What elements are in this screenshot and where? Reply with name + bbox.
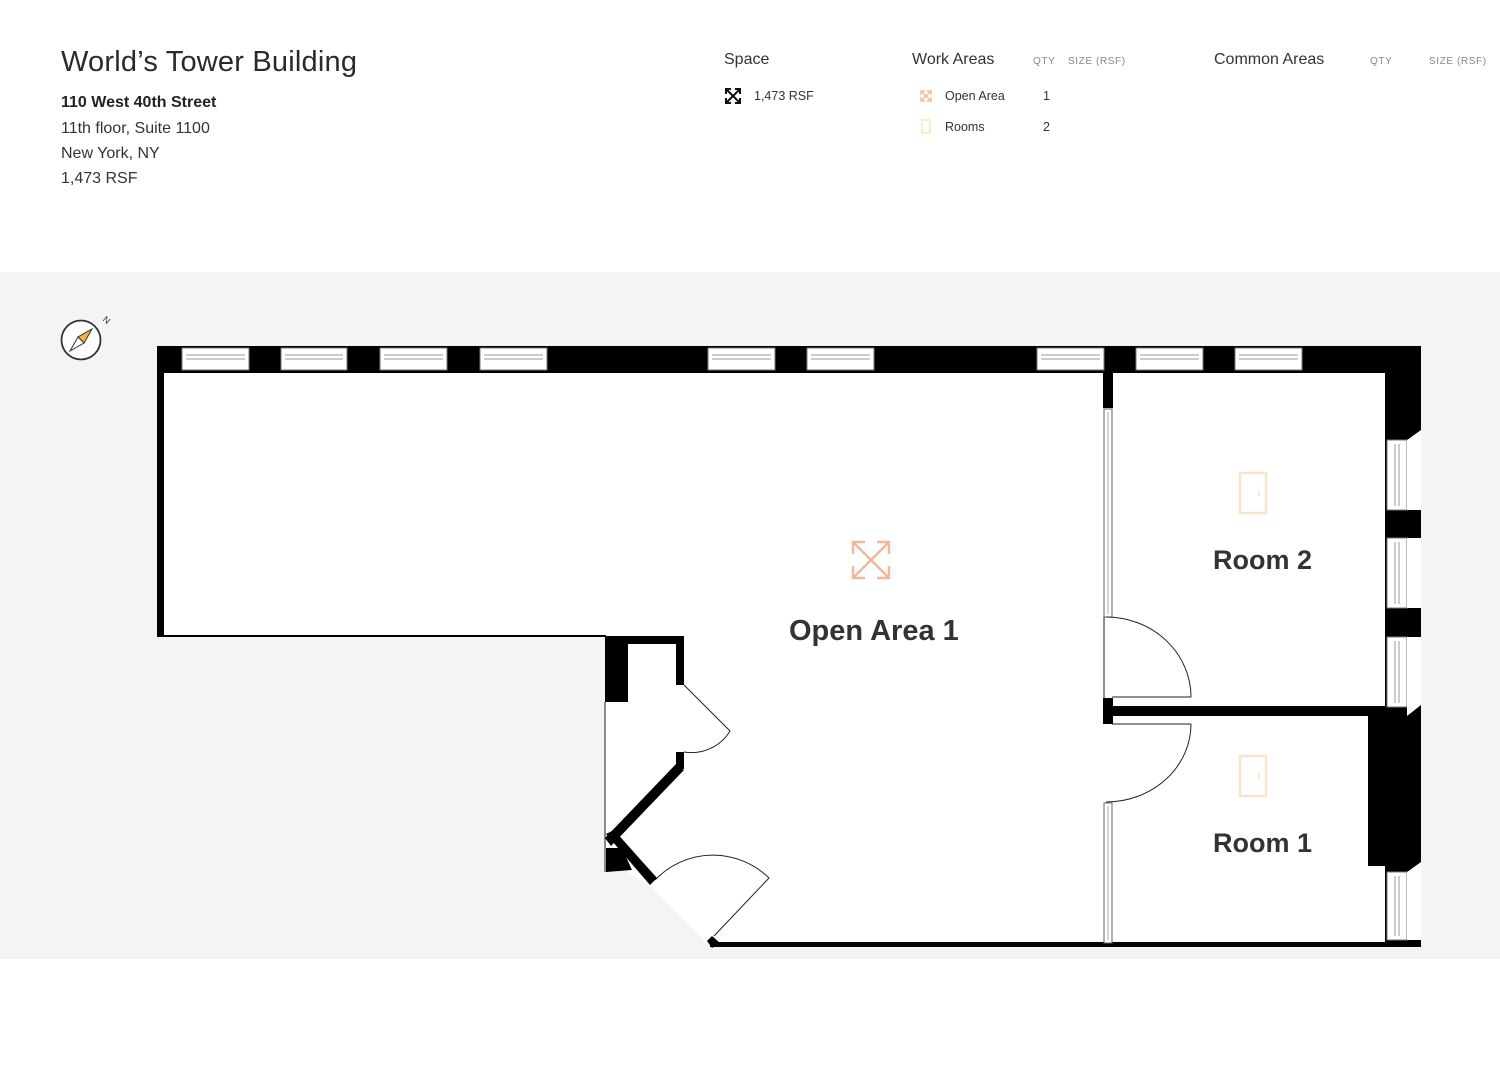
work-area-qty-rooms: 2 bbox=[1043, 120, 1050, 134]
window-notches-right bbox=[1407, 430, 1421, 940]
work-areas-heading: Work Areas bbox=[912, 51, 995, 68]
entry-closet-walls bbox=[605, 636, 684, 885]
compass-icon bbox=[60, 319, 102, 361]
glass-partition bbox=[1103, 408, 1113, 944]
room1-label: Room 1 bbox=[1213, 828, 1313, 858]
compass-north-label: N bbox=[101, 314, 112, 326]
open-area-icon bbox=[851, 540, 891, 580]
window-strip-right bbox=[1386, 439, 1408, 941]
room-door-icon bbox=[921, 119, 931, 134]
building-title: World’s Tower Building bbox=[61, 46, 358, 78]
work-area-qty-open: 1 bbox=[1043, 89, 1050, 103]
work-areas-size-header: SIZE (RSF) bbox=[1068, 56, 1126, 67]
common-areas-heading: Common Areas bbox=[1214, 51, 1325, 68]
common-areas-qty-header: QTY bbox=[1370, 56, 1393, 67]
work-areas-qty-header: QTY bbox=[1033, 56, 1056, 67]
work-area-label-rooms: Rooms bbox=[945, 120, 985, 134]
work-area-label-open: Open Area bbox=[945, 89, 1005, 103]
room1-door-icon bbox=[1238, 754, 1268, 798]
address-street: 110 West 40th Street bbox=[61, 94, 217, 111]
address-suite: 11th floor, Suite 1100 bbox=[61, 120, 210, 137]
entry-door bbox=[654, 854, 770, 937]
window-strip-top bbox=[181, 347, 1303, 371]
common-areas-size-header: SIZE (RSF) bbox=[1429, 56, 1487, 67]
space-value: 1,473 RSF bbox=[754, 89, 814, 103]
open-area-icon bbox=[920, 90, 932, 102]
space-heading: Space bbox=[724, 51, 770, 68]
room2-door-icon bbox=[1238, 471, 1268, 515]
page-footer-area bbox=[19, 959, 1500, 1067]
expand-arrows-icon bbox=[725, 88, 741, 104]
room2-label: Room 2 bbox=[1213, 545, 1313, 575]
address-city: New York, NY bbox=[61, 145, 160, 162]
room2-door bbox=[1103, 616, 1192, 698]
open-area-label: Open Area 1 bbox=[789, 615, 959, 647]
room1-door bbox=[1105, 723, 1192, 803]
closet-door bbox=[604, 684, 731, 872]
address-size: 1,473 RSF bbox=[61, 170, 138, 187]
